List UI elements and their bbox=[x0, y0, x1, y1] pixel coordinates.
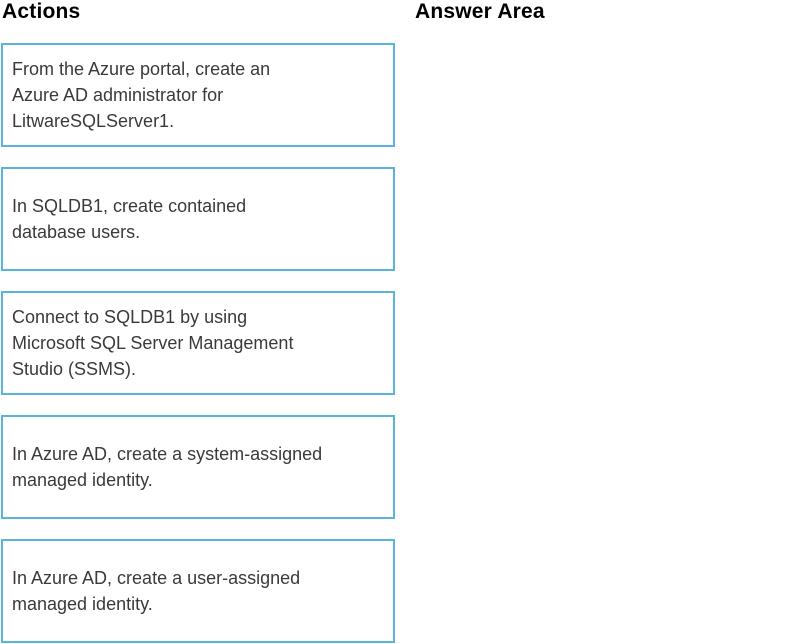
action-card-create-azure-ad-admin[interactable]: From the Azure portal, create an Azure A… bbox=[1, 43, 395, 147]
actions-header: Actions bbox=[2, 0, 81, 23]
answer-area-header: Answer Area bbox=[415, 0, 545, 23]
action-card-label: In SQLDB1, create contained database use… bbox=[12, 196, 247, 242]
action-card-label: In Azure AD, create a user-assigned mana… bbox=[12, 568, 301, 614]
action-card-connect-ssms[interactable]: Connect to SQLDB1 by using Microsoft SQL… bbox=[1, 291, 395, 395]
action-card-label: In Azure AD, create a system-assigned ma… bbox=[12, 444, 323, 490]
action-card-create-contained-db-users[interactable]: In SQLDB1, create contained database use… bbox=[1, 167, 395, 271]
answer-area-dropzone[interactable] bbox=[415, 43, 811, 643]
actions-list: From the Azure portal, create an Azure A… bbox=[1, 43, 395, 644]
action-card-user-assigned-identity[interactable]: In Azure AD, create a user-assigned mana… bbox=[1, 539, 395, 643]
action-card-label: From the Azure portal, create an Azure A… bbox=[12, 59, 271, 131]
action-card-label: Connect to SQLDB1 by using Microsoft SQL… bbox=[12, 307, 294, 379]
action-card-system-assigned-identity[interactable]: In Azure AD, create a system-assigned ma… bbox=[1, 415, 395, 519]
